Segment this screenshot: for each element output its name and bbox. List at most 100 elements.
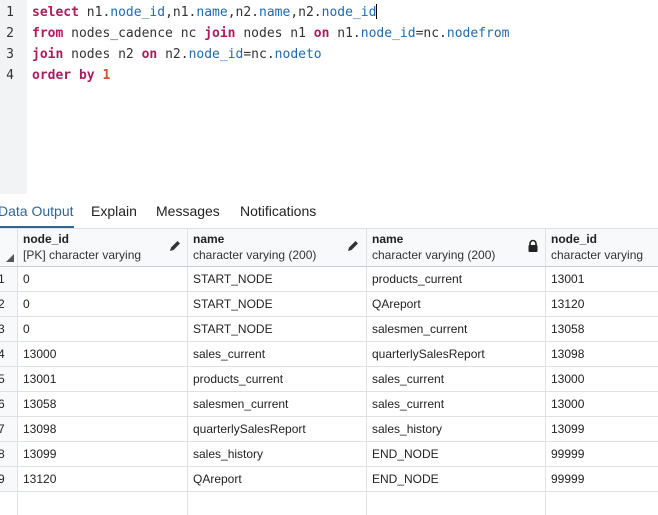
sql-column: node_id xyxy=(110,5,166,20)
row-number[interactable]: 4 xyxy=(0,342,18,367)
sql-column: nodeto xyxy=(274,47,322,62)
cell-name-1[interactable]: sales_history xyxy=(188,442,367,467)
cell-name-1[interactable]: salesmen_current xyxy=(188,392,367,417)
line-number: 3 xyxy=(6,47,14,62)
line-number: 2 xyxy=(6,26,14,41)
cell-name-2[interactable]: quarterlySalesReport xyxy=(367,342,546,367)
sql-text: nodes_cadence nc xyxy=(63,26,205,41)
column-divider xyxy=(17,492,18,515)
tab-messages[interactable]: Messages xyxy=(156,203,220,219)
sql-text: =nc. xyxy=(243,47,275,62)
data-output-grid: node_id [PK] character varying name char… xyxy=(0,229,658,515)
cell-node-id-2[interactable]: 13058 xyxy=(546,317,658,342)
cell-node-id-2[interactable]: 13000 xyxy=(546,392,658,417)
cell-node-id[interactable]: 0 xyxy=(18,317,188,342)
column-header-name-1[interactable]: name character varying (200) xyxy=(188,229,367,267)
cell-node-id[interactable]: 13098 xyxy=(18,417,188,442)
cell-name-2[interactable]: salesmen_current xyxy=(367,317,546,342)
corner-triangle-icon xyxy=(6,254,14,262)
cell-name-1[interactable]: START_NODE xyxy=(188,292,367,317)
cell-name-2[interactable]: sales_history xyxy=(367,417,546,442)
sql-keyword: on xyxy=(141,47,158,62)
sql-column: node_id xyxy=(188,47,244,62)
column-divider xyxy=(545,492,546,515)
cell-node-id-2[interactable]: 13098 xyxy=(546,342,658,367)
row-number[interactable]: 5 xyxy=(0,367,18,392)
sql-text: =nc. xyxy=(415,26,447,41)
result-tabs: Data Output Explain Messages Notificatio… xyxy=(0,194,658,229)
row-number[interactable]: 1 xyxy=(0,267,18,292)
cell-node-id[interactable]: 13058 xyxy=(18,392,188,417)
cell-node-id-2[interactable]: 13000 xyxy=(546,367,658,392)
cell-name-2[interactable]: END_NODE xyxy=(367,442,546,467)
column-type: character varying (200) xyxy=(372,248,496,262)
sql-text: ,n1. xyxy=(165,5,197,20)
sql-text: n2. xyxy=(157,47,189,62)
cell-name-1[interactable]: products_current xyxy=(188,367,367,392)
sql-column: name xyxy=(196,5,228,20)
cell-name-2[interactable]: products_current xyxy=(367,267,546,292)
sql-keyword: select xyxy=(32,5,79,20)
cell-name-2[interactable]: sales_current xyxy=(367,367,546,392)
cell-name-1[interactable]: QAreport xyxy=(188,467,367,492)
cell-node-id[interactable]: 13001 xyxy=(18,367,188,392)
lock-icon xyxy=(528,239,538,252)
pencil-icon xyxy=(170,241,180,251)
cell-node-id-2[interactable]: 13001 xyxy=(546,267,658,292)
cell-node-id[interactable]: 0 xyxy=(18,292,188,317)
column-header-node-id-2[interactable]: node_id character varying xyxy=(546,229,658,267)
cell-node-id-2[interactable]: 99999 xyxy=(546,467,658,492)
code-line[interactable]: order by 1 xyxy=(32,65,110,86)
cell-node-id-2[interactable]: 99999 xyxy=(546,442,658,467)
code-line[interactable]: from nodes_cadence nc join nodes n1 on n… xyxy=(32,23,510,44)
cell-name-1[interactable]: START_NODE xyxy=(188,267,367,292)
sql-keyword: join xyxy=(32,47,64,62)
sql-text: nodes n2 xyxy=(63,47,142,62)
sql-text: ,n2. xyxy=(290,5,322,20)
column-header-node-id[interactable]: node_id [PK] character varying xyxy=(18,229,188,267)
cell-node-id[interactable]: 13120 xyxy=(18,467,188,492)
sql-keyword: join xyxy=(204,26,236,41)
sql-column: node_id xyxy=(321,5,377,20)
cell-name-2[interactable]: sales_current xyxy=(367,392,546,417)
column-name: node_id xyxy=(551,232,598,246)
tab-notifications[interactable]: Notifications xyxy=(240,203,317,219)
row-number[interactable]: 6 xyxy=(0,392,18,417)
row-number[interactable]: 9 xyxy=(0,467,18,492)
code-line[interactable]: join nodes n2 on n2.node_id=nc.nodeto xyxy=(32,44,322,65)
cell-node-id[interactable]: 13000 xyxy=(18,342,188,367)
cell-name-1[interactable]: sales_current xyxy=(188,342,367,367)
cell-node-id[interactable]: 13099 xyxy=(18,442,188,467)
cell-name-2[interactable]: QAreport xyxy=(367,292,546,317)
tab-data-output[interactable]: Data Output xyxy=(0,194,74,228)
code-line[interactable]: select n1.node_id,n1.name,n2.name,n2.nod… xyxy=(32,2,378,23)
sql-text: ,n2. xyxy=(227,5,260,20)
cell-node-id[interactable]: 0 xyxy=(18,267,188,292)
row-number[interactable]: 7 xyxy=(0,417,18,442)
cell-name-1[interactable]: quarterlySalesReport xyxy=(188,417,367,442)
column-header-name-2[interactable]: name character varying (200) xyxy=(367,229,546,267)
cell-name-1[interactable]: START_NODE xyxy=(188,317,367,342)
select-all-corner[interactable] xyxy=(0,229,18,267)
cell-node-id-2[interactable]: 13099 xyxy=(546,417,658,442)
column-divider xyxy=(187,492,188,515)
cell-node-id-2[interactable]: 13120 xyxy=(546,292,658,317)
row-number[interactable]: 3 xyxy=(0,317,18,342)
cell-name-2[interactable]: END_NODE xyxy=(367,467,546,492)
row-number[interactable]: 8 xyxy=(0,442,18,467)
column-name: name xyxy=(193,232,225,246)
sql-text: n1. xyxy=(78,5,111,20)
row-number[interactable]: 2 xyxy=(0,292,18,317)
tab-explain[interactable]: Explain xyxy=(91,203,137,219)
sql-column: nodefrom xyxy=(446,26,510,41)
